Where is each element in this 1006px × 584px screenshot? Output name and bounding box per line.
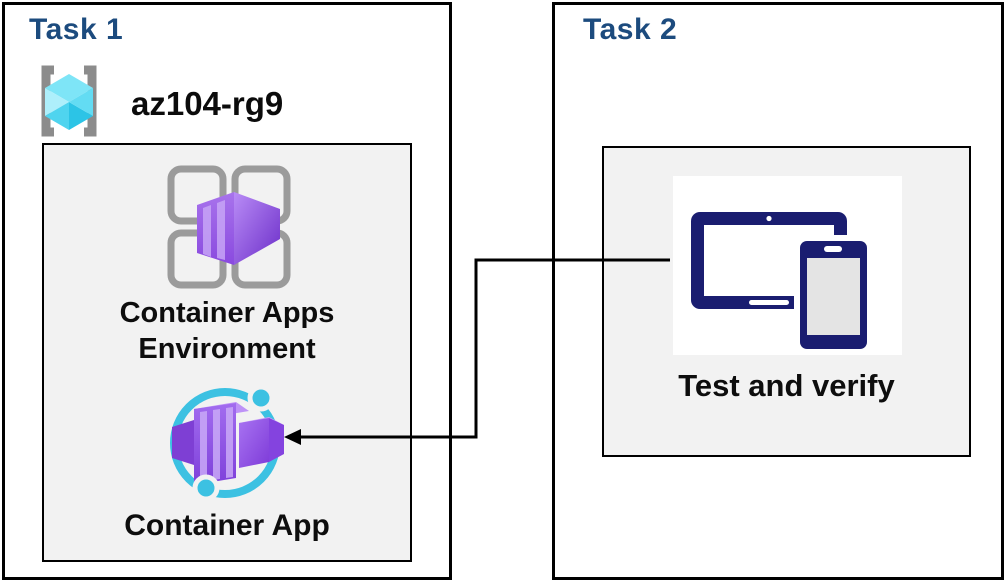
environment-label: Container Apps Environment <box>44 295 410 367</box>
container-apps-environment-icon <box>163 161 295 298</box>
environment-panel: Container Apps Environment <box>42 143 412 562</box>
task1-box: Task 1 az104-rg9 <box>2 2 452 580</box>
environment-label-line1: Container Apps <box>119 297 335 329</box>
resource-group-row: az104-rg9 <box>29 61 283 146</box>
devices-card <box>673 176 902 355</box>
environment-label-line2: Environment <box>138 333 316 365</box>
tablet-and-phone-devices-icon <box>673 212 902 359</box>
test-and-verify-label: Test and verify <box>678 368 895 403</box>
test-panel: Test and verify <box>602 146 971 457</box>
container-app-label: Container App <box>124 509 330 542</box>
task1-title: Task 1 <box>29 13 124 46</box>
resource-group-icon <box>29 61 109 146</box>
container-app-icon <box>163 381 295 512</box>
resource-group-name: az104-rg9 <box>131 84 284 122</box>
task2-box: Task 2 <box>552 2 1004 580</box>
task2-title: Task 2 <box>583 13 678 46</box>
